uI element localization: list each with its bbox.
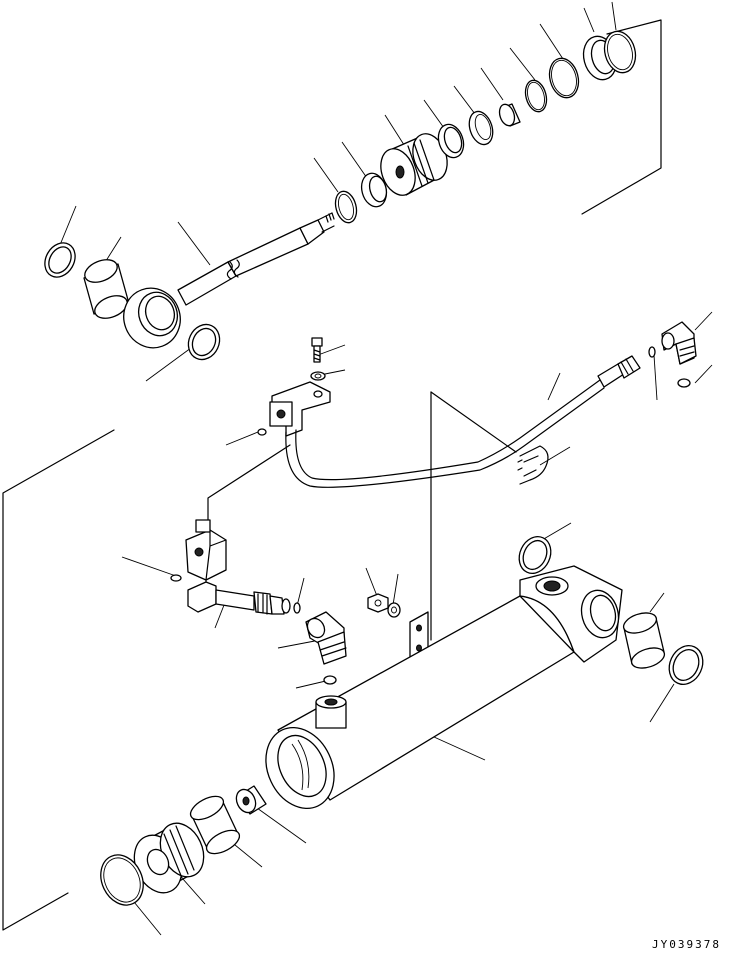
rod-eye-seal [183,319,225,364]
tee-block [186,520,226,612]
snap-ring [545,55,582,101]
head-seal [513,531,556,578]
o-ring-small [171,347,690,684]
piston-wear-ring [358,170,390,209]
cylinder-head [125,816,212,900]
piston-o-ring [93,848,151,912]
piston-collar [497,102,520,127]
drawing-code: JY039378 [652,938,721,951]
piston-rod [115,213,334,356]
tube-bracket [270,382,330,436]
rod-end-seal [39,237,81,282]
elbow-fitting [662,322,696,364]
rod-end-seal [663,640,709,690]
end-seal-pair [579,28,640,84]
washer [388,603,400,617]
nut [368,594,388,612]
piston-seal [434,121,467,161]
rod-end-bushing [81,255,130,322]
washer [311,372,325,380]
bolt [312,338,322,362]
elbow-fitting [304,612,346,664]
u-clamp [518,446,548,484]
reference-lines [3,20,661,930]
rod-retaining-ring [332,189,360,225]
piston-backup-ring [465,108,496,147]
hydraulic-tube [286,356,640,487]
cylinder-tube [253,566,623,820]
piston [375,129,453,200]
bottom-bushing [621,609,667,672]
piston-collar [233,786,266,816]
piston-o-ring [522,78,550,114]
piston-seal [187,792,243,859]
hose-fitting [216,590,290,614]
leader-lines [60,2,712,935]
